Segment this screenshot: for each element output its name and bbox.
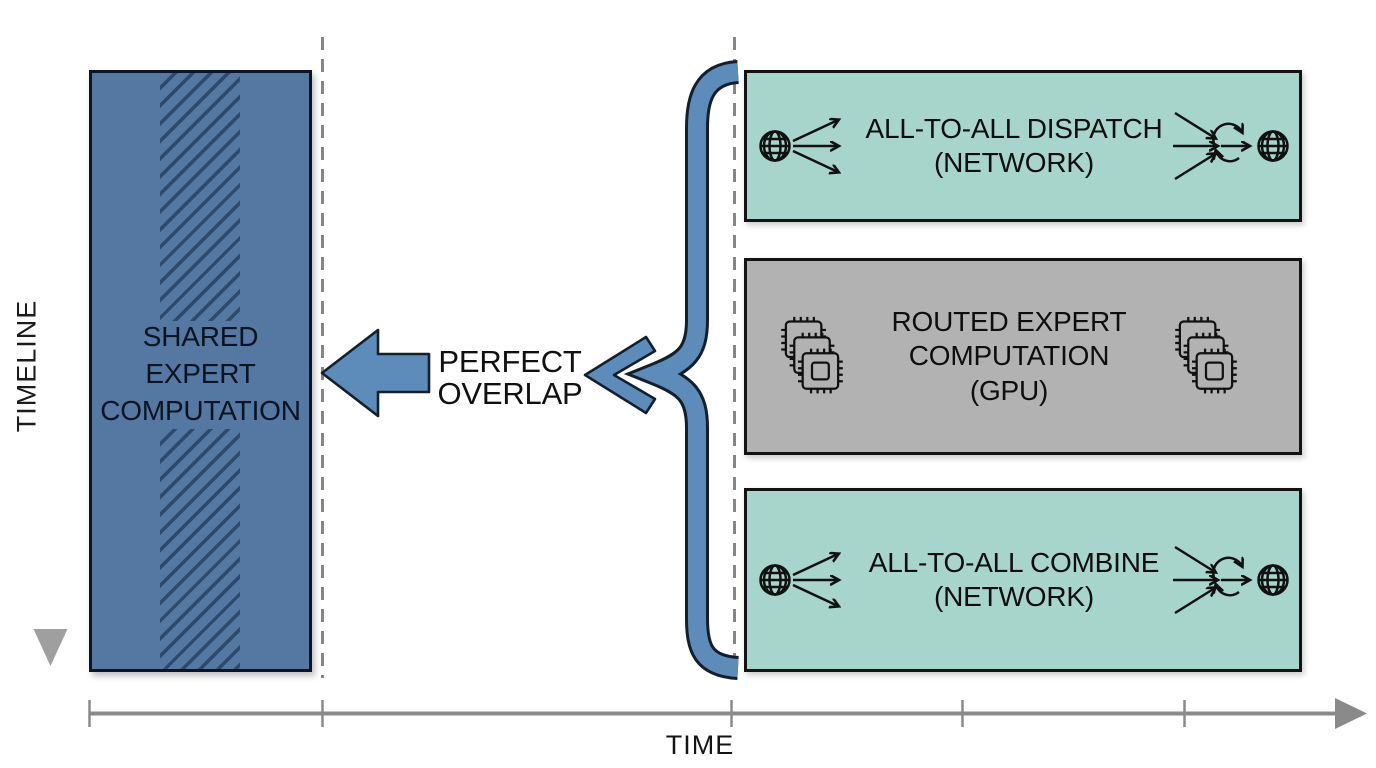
perfect-overlap-label: PERFECT OVERLAP bbox=[437, 344, 583, 411]
timeline-arrowhead-icon bbox=[33, 629, 68, 666]
routed-expert-label: ROUTED EXPERT COMPUTATION (GPU) bbox=[891, 306, 1127, 406]
routed-expert-box: ROUTED EXPERT COMPUTATION (GPU) bbox=[744, 258, 1302, 455]
globe-icon bbox=[759, 130, 791, 162]
globe-fanout-icon bbox=[759, 542, 855, 618]
converge-sync-globe-icon bbox=[1173, 111, 1289, 181]
chip-stack-icon bbox=[781, 316, 843, 393]
globe-icon bbox=[1257, 564, 1289, 596]
globe-icon bbox=[1257, 130, 1289, 162]
converge-arrows-icon bbox=[1173, 545, 1217, 615]
timeline-axis-label: TIMELINE bbox=[11, 299, 42, 433]
shared-expert-box: SHARED EXPERT COMPUTATION bbox=[89, 70, 312, 672]
dispatch-box: ALL-TO-ALL DISPATCH (NETWORK) bbox=[744, 70, 1302, 222]
fanout-arrows-icon bbox=[792, 120, 838, 172]
time-axis-ticks bbox=[88, 700, 1186, 727]
perfect-overlap-arrow bbox=[320, 328, 431, 418]
hatch-pattern-bottom bbox=[160, 429, 240, 669]
gpu-chips-icon bbox=[781, 316, 843, 393]
time-axis-label: TIME bbox=[665, 730, 735, 760]
brace-arrowhead-icon bbox=[583, 335, 657, 415]
converge-arrows-icon bbox=[1173, 111, 1217, 181]
converge-sync-globe-icon bbox=[1173, 545, 1289, 615]
hatch-pattern-top bbox=[160, 73, 240, 321]
combine-box: ALL-TO-ALL COMBINE (NETWORK) bbox=[744, 488, 1302, 672]
sync-icon bbox=[1212, 122, 1249, 163]
time-axis-arrowhead-icon bbox=[1335, 698, 1367, 729]
shared-expert-label: SHARED EXPERT COMPUTATION bbox=[100, 321, 301, 426]
sync-icon bbox=[1212, 556, 1249, 597]
gpu-chips-icon bbox=[1175, 316, 1237, 393]
globe-icon bbox=[759, 564, 791, 596]
chip-stack-icon bbox=[1175, 316, 1237, 393]
brace-icon bbox=[623, 60, 740, 680]
fanout-arrows-icon bbox=[792, 554, 838, 606]
globe-fanout-icon bbox=[759, 108, 855, 184]
combine-label: ALL-TO-ALL COMBINE (NETWORK) bbox=[868, 546, 1160, 612]
dispatch-label: ALL-TO-ALL DISPATCH (NETWORK) bbox=[865, 112, 1163, 178]
